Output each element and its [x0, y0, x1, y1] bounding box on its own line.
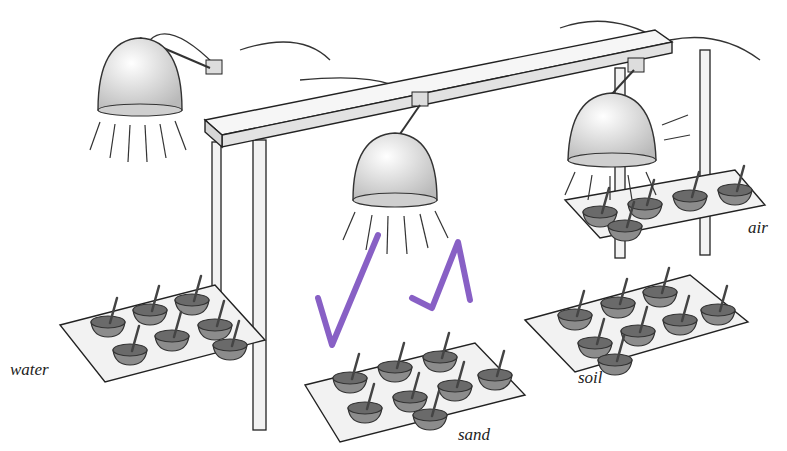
lamp-rim — [568, 153, 656, 167]
bowl — [673, 172, 707, 211]
bowl — [608, 202, 642, 241]
tray-label: soil — [578, 368, 603, 388]
ray — [145, 125, 147, 162]
bowl — [348, 384, 382, 423]
lamp-rim — [98, 104, 182, 116]
ray — [609, 176, 610, 200]
light-rays — [565, 115, 690, 200]
bowl — [198, 301, 232, 340]
lamp-arm — [612, 70, 634, 94]
tray — [60, 285, 265, 382]
table-edge — [205, 120, 222, 147]
bowl — [663, 296, 697, 335]
ray — [404, 216, 407, 254]
ray — [435, 211, 448, 238]
bowl — [113, 326, 147, 365]
bowl — [133, 286, 167, 325]
light-rays — [343, 211, 448, 254]
tray — [525, 275, 748, 372]
bowl — [175, 276, 209, 315]
bowl — [155, 312, 189, 351]
lamp-shade — [568, 93, 656, 160]
lamp-rim — [353, 193, 437, 207]
bowl — [701, 286, 735, 325]
ray — [420, 214, 428, 248]
bowl — [478, 351, 512, 390]
lamp-arm — [400, 105, 420, 134]
bowl — [438, 362, 472, 401]
bowl — [423, 333, 457, 372]
tray-label: air — [748, 218, 768, 238]
clamp — [412, 92, 428, 106]
bowl — [91, 298, 125, 337]
bowl — [643, 268, 677, 307]
ray — [662, 115, 688, 125]
table-leg — [253, 140, 266, 430]
ray — [387, 216, 388, 254]
bowl — [583, 188, 617, 227]
ray — [90, 122, 100, 150]
ray — [160, 124, 166, 158]
lamp-shade — [353, 133, 437, 200]
bowl — [621, 307, 655, 346]
check-mark — [318, 235, 378, 345]
bowl — [558, 291, 592, 330]
lamp-cord — [670, 38, 760, 61]
ray — [628, 175, 632, 200]
tray-label: water — [10, 360, 49, 380]
bowl — [378, 343, 412, 382]
tray — [305, 343, 525, 442]
check-mark — [412, 242, 470, 308]
clamp — [628, 58, 644, 72]
light-rays — [90, 121, 186, 162]
bowl — [598, 336, 632, 375]
bowl — [601, 279, 635, 318]
bowl — [333, 354, 367, 393]
bowl — [393, 373, 427, 412]
ray — [664, 135, 690, 140]
ray — [110, 124, 115, 158]
ray — [588, 175, 592, 200]
bowl — [213, 321, 247, 360]
table-leg — [700, 50, 710, 255]
ray — [565, 172, 575, 195]
bowl — [628, 180, 662, 219]
ray — [646, 172, 656, 195]
tray-label: sand — [458, 425, 490, 445]
lamp-cord — [240, 42, 330, 60]
bowl — [578, 319, 612, 358]
bowl — [413, 391, 447, 430]
ray — [128, 125, 130, 162]
ray — [343, 212, 355, 240]
ray — [175, 121, 186, 150]
bowl — [718, 166, 752, 205]
lamp-shade — [98, 38, 182, 110]
